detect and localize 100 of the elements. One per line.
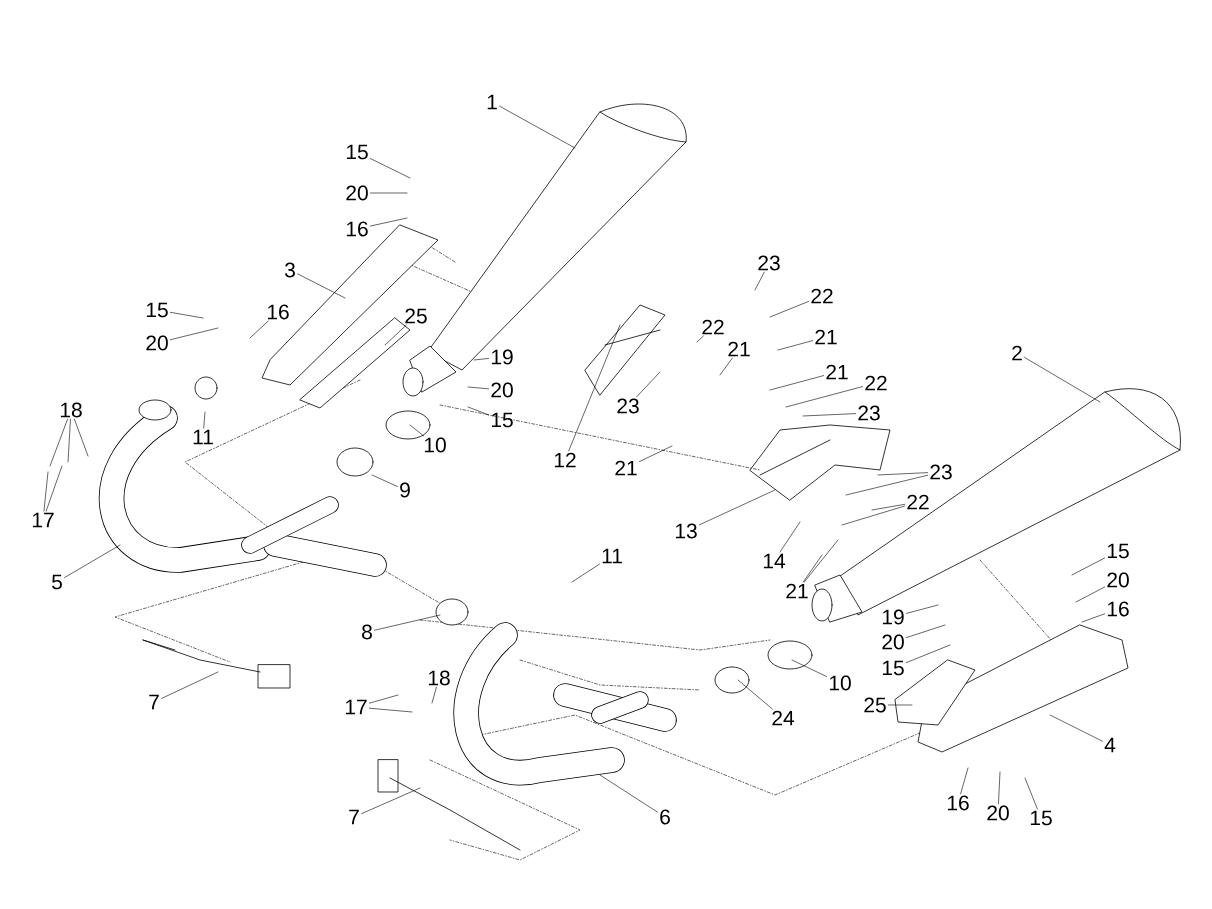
leader-line (1081, 613, 1105, 623)
leader-line (384, 324, 407, 346)
leader-line (754, 271, 765, 291)
callout-number: 19 (491, 349, 513, 365)
callout-number: 22 (702, 319, 724, 335)
leader-line (1071, 557, 1105, 576)
callout-number: 18 (428, 670, 450, 686)
callout-number: 22 (865, 375, 887, 391)
callout-number: 2 (1012, 345, 1022, 361)
callout-number: 20 (882, 634, 904, 650)
leader-line (779, 521, 801, 553)
callout-number: 21 (615, 460, 637, 476)
leader-line (785, 386, 863, 408)
leader-line (571, 563, 600, 583)
callout-number: 7 (349, 809, 359, 825)
callout-number: 20 (1107, 572, 1129, 588)
callout-number: 10 (829, 675, 851, 691)
leader-line (369, 707, 413, 713)
callout-number: 16 (346, 221, 368, 237)
leader-line (639, 445, 673, 462)
leader-line (467, 406, 489, 416)
leader-line (802, 413, 856, 417)
leader-line (636, 371, 661, 398)
leader-line (431, 686, 437, 704)
leader-line (297, 273, 346, 299)
callout-number: 17 (32, 512, 54, 528)
leader-line (43, 471, 49, 512)
callout-number: 16 (1107, 601, 1129, 617)
leader-line (170, 327, 219, 340)
callout-number: 22 (907, 494, 929, 510)
leader-line (371, 474, 398, 487)
callout-number: 21 (826, 364, 848, 380)
leader-line (568, 324, 621, 452)
leader-line (1024, 357, 1101, 403)
leader-line (845, 474, 928, 496)
callout-number: 7 (149, 694, 159, 710)
callout-number: 15 (346, 144, 368, 160)
callout-number: 9 (400, 482, 410, 498)
callout-number: 17 (345, 699, 367, 715)
leader-line (769, 375, 824, 391)
callout-number: 13 (675, 523, 697, 539)
leader-line (719, 357, 733, 376)
leader-line (1075, 586, 1105, 603)
leader-line (841, 505, 905, 526)
leader-line (67, 418, 71, 463)
callout-number: 8 (362, 624, 372, 640)
callout-number: 19 (882, 609, 904, 625)
leader-line (906, 604, 939, 614)
leader-line (374, 614, 441, 631)
leader-line (599, 774, 658, 813)
leader-line (769, 301, 809, 318)
leader-line (473, 358, 489, 361)
callout-number: 24 (772, 710, 795, 726)
callout-number: 21 (815, 329, 837, 345)
callout-number: 20 (491, 382, 513, 398)
callout-number: 23 (617, 398, 639, 414)
callout-number: 11 (602, 548, 622, 564)
leader-line (803, 554, 823, 583)
callout-number: 15 (491, 412, 513, 428)
leader-line (777, 340, 813, 351)
callout-number: 25 (864, 697, 886, 713)
callout-number: 1 (487, 94, 497, 110)
leader-line (1049, 714, 1103, 742)
callout-number: 23 (758, 255, 780, 271)
leader-line (803, 539, 839, 583)
leader-line (499, 105, 576, 149)
callout-number: 6 (660, 809, 670, 825)
callout-number: 23 (858, 405, 880, 421)
leader-line (370, 217, 408, 227)
callout-number: 15 (1107, 543, 1129, 559)
leader-line (361, 787, 421, 814)
leader-line (249, 320, 269, 339)
leader-line (370, 158, 411, 179)
callout-number: 3 (284, 262, 295, 278)
leader-line (888, 704, 913, 706)
callout-number: 18 (60, 402, 82, 418)
callout-number: 12 (554, 452, 576, 468)
leader-line (696, 335, 704, 343)
callout-number: 21 (786, 583, 808, 599)
leader-line (409, 424, 424, 437)
callout-number: 21 (728, 341, 750, 357)
callout-number: 23 (930, 464, 952, 480)
leader-line (699, 489, 776, 526)
leader-line (906, 644, 951, 663)
callout-number: 15 (1030, 810, 1052, 826)
leader-line (960, 767, 969, 795)
leader-line (370, 192, 408, 194)
leader-line (791, 659, 827, 677)
leader-line (170, 312, 204, 319)
leader-line (877, 472, 928, 476)
callout-number: 20 (346, 185, 368, 201)
callout-number: 22 (811, 288, 833, 304)
callout-number: 5 (52, 574, 62, 590)
callout-number: 15 (146, 302, 168, 318)
callout-number: 15 (882, 660, 904, 676)
callout-number: 14 (763, 553, 786, 569)
leader-line (871, 504, 905, 511)
leader-line (203, 411, 206, 429)
leader-line (369, 694, 399, 704)
leader-line (64, 544, 121, 578)
